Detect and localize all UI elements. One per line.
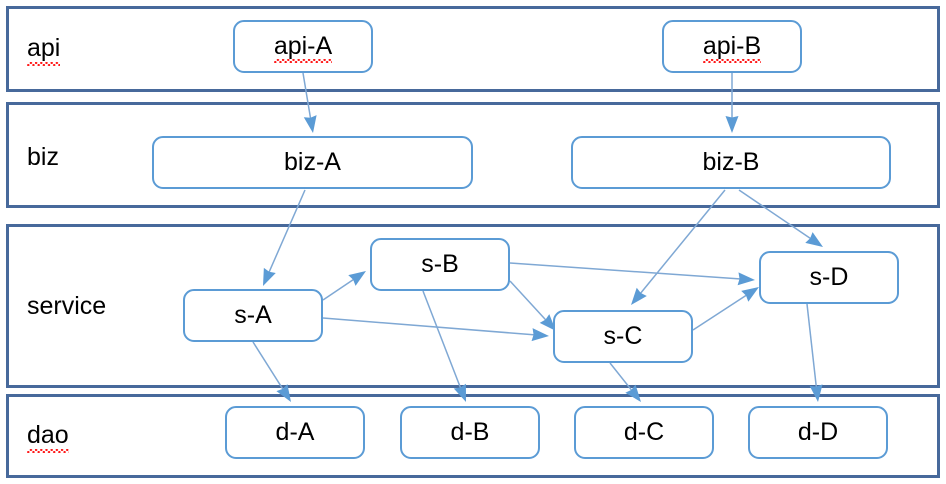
layer-label-biz: biz: [27, 143, 59, 171]
node-api-A[interactable]: api-A: [233, 20, 373, 73]
layer-label-api: api: [27, 36, 60, 61]
node-api-B[interactable]: api-B: [662, 20, 802, 73]
node-label-d-D: d-D: [797, 418, 839, 446]
node-d-D[interactable]: d-D: [748, 406, 888, 459]
node-label-s-D: s-D: [809, 263, 849, 291]
node-label-s-C: s-C: [603, 322, 643, 350]
node-label-biz-A: biz-A: [284, 148, 341, 176]
layer-container-biz: [6, 102, 940, 208]
layer-label-text-api: api: [27, 34, 61, 62]
layer-label-service: service: [27, 292, 107, 320]
node-biz-B[interactable]: biz-B: [571, 136, 891, 189]
layer-container-api: [6, 6, 940, 92]
node-s-B[interactable]: s-B: [370, 238, 510, 291]
layer-container-service: [6, 224, 940, 388]
node-d-B[interactable]: d-B: [400, 406, 540, 459]
layer-container-dao: [6, 394, 940, 478]
node-label-d-A: d-A: [275, 418, 315, 446]
layer-label-dao: dao: [27, 423, 69, 448]
node-label-d-B: d-B: [450, 418, 490, 446]
node-s-A[interactable]: s-A: [183, 289, 323, 342]
node-d-A[interactable]: d-A: [225, 406, 365, 459]
node-label-s-A: s-A: [234, 301, 272, 329]
node-label-biz-B: biz-B: [702, 148, 760, 176]
node-label-d-C: d-C: [623, 418, 665, 446]
node-label-api-B: api-B: [702, 32, 762, 63]
node-s-D[interactable]: s-D: [759, 251, 899, 304]
layer-label-text-dao: dao: [27, 421, 69, 449]
node-d-C[interactable]: d-C: [574, 406, 714, 459]
node-s-C[interactable]: s-C: [553, 310, 693, 363]
node-label-api-A: api-A: [273, 32, 333, 63]
node-label-s-B: s-B: [421, 250, 459, 278]
node-biz-A[interactable]: biz-A: [152, 136, 473, 189]
